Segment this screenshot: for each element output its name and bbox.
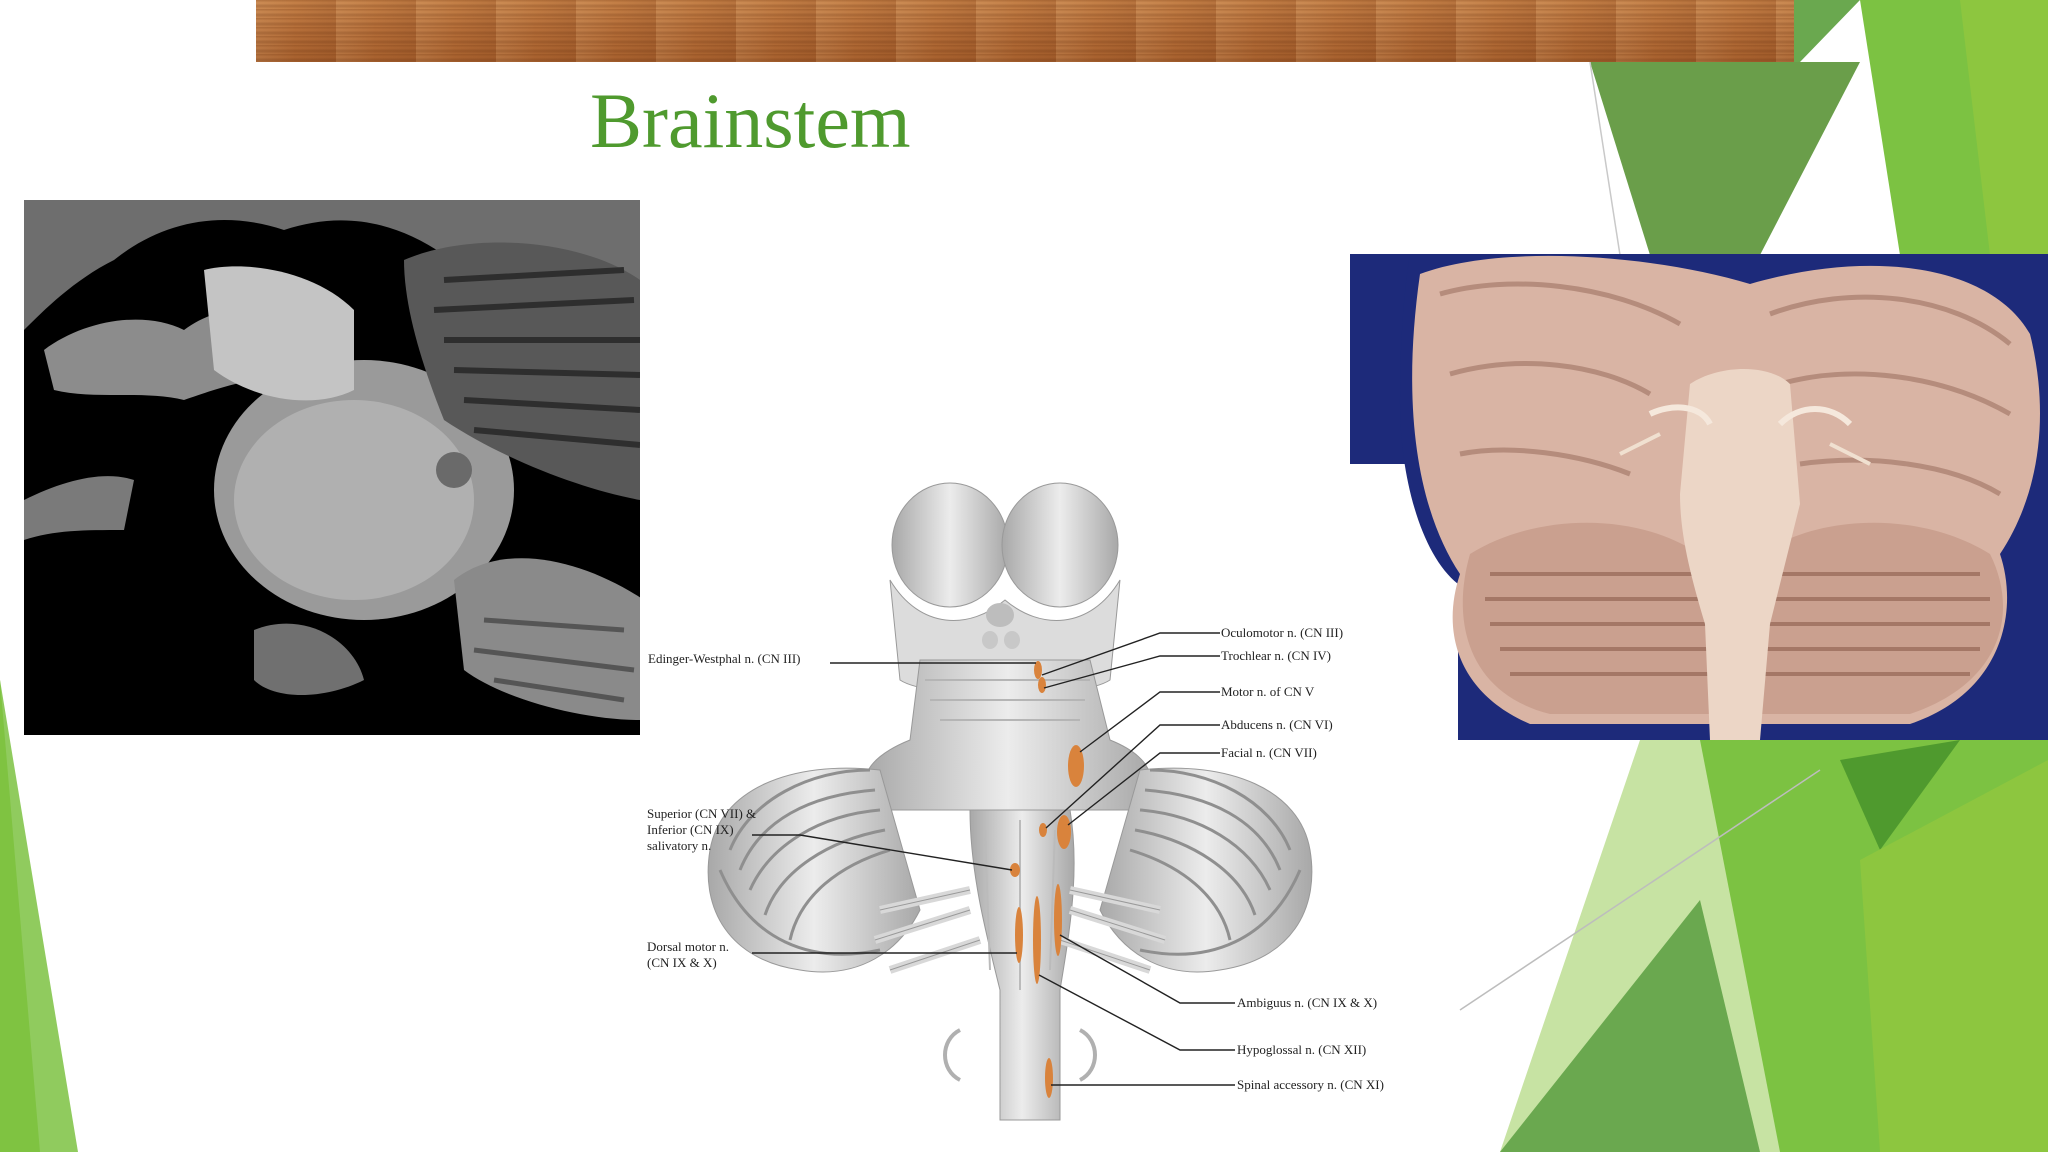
green-shape [1960,0,2048,255]
salivatory-nucleus [1010,863,1020,877]
abducens-nucleus [1039,823,1047,837]
left-photo [24,200,640,735]
slide-title: Brainstem [590,77,911,164]
green-shape [1590,62,1860,255]
wood-banner [256,0,1794,62]
cerebellum-left [707,767,921,973]
spinal-accessory-nucleus [1045,1058,1053,1098]
label-oculomotor: Oculomotor n. (CN III) [1221,625,1343,640]
dorsal-motor-nucleus [1015,907,1023,963]
trochlear-nucleus [1038,677,1046,693]
label-edinger-westphal: Edinger-Westphal n. (CN III) [648,651,800,666]
medulla [969,809,1075,1121]
label-spinal-accessory: Spinal accessory n. (CN XI) [1237,1077,1384,1092]
label-dorsal-motor-2: (CN IX & X) [647,955,717,970]
thalamus-left [891,482,1009,608]
label-trochlear: Trochlear n. (CN IV) [1221,648,1331,663]
label-salivatory-3: salivatory n. [647,838,711,853]
label-dorsal-motor-1: Dorsal motor n. [647,939,729,954]
label-facial: Facial n. (CN VII) [1221,745,1317,760]
label-abducens: Abducens n. (CN VI) [1221,717,1333,732]
right-photo [1350,254,2048,740]
green-shape [1860,760,2048,1152]
label-salivatory-1: Superior (CN VII) & [647,806,756,821]
label-salivatory-2: Inferior (CN IX) [647,822,734,837]
ambiguus-nucleus [1054,884,1062,956]
green-shape [1500,900,1760,1152]
motor-cn5-nucleus [1068,745,1084,787]
hypoglossal-nucleus [1033,896,1041,984]
edinger-westphal-nucleus [1034,661,1042,679]
decor-line [1459,769,1821,1011]
label-ambiguus: Ambiguus n. (CN IX & X) [1237,995,1377,1010]
thalamus-right [1001,482,1119,608]
label-hypoglossal: Hypoglossal n. (CN XII) [1237,1042,1366,1057]
green-shape [0,680,78,1152]
green-shape [1840,740,1960,850]
decor-line [1589,61,1621,256]
brainstem-diagram: Edinger-Westphal n. (CN III) Oculomotor … [647,482,1384,1121]
label-motor-cn5: Motor n. of CN V [1221,684,1315,699]
cerebellum-right [1099,767,1313,973]
facial-nucleus [1057,815,1071,849]
